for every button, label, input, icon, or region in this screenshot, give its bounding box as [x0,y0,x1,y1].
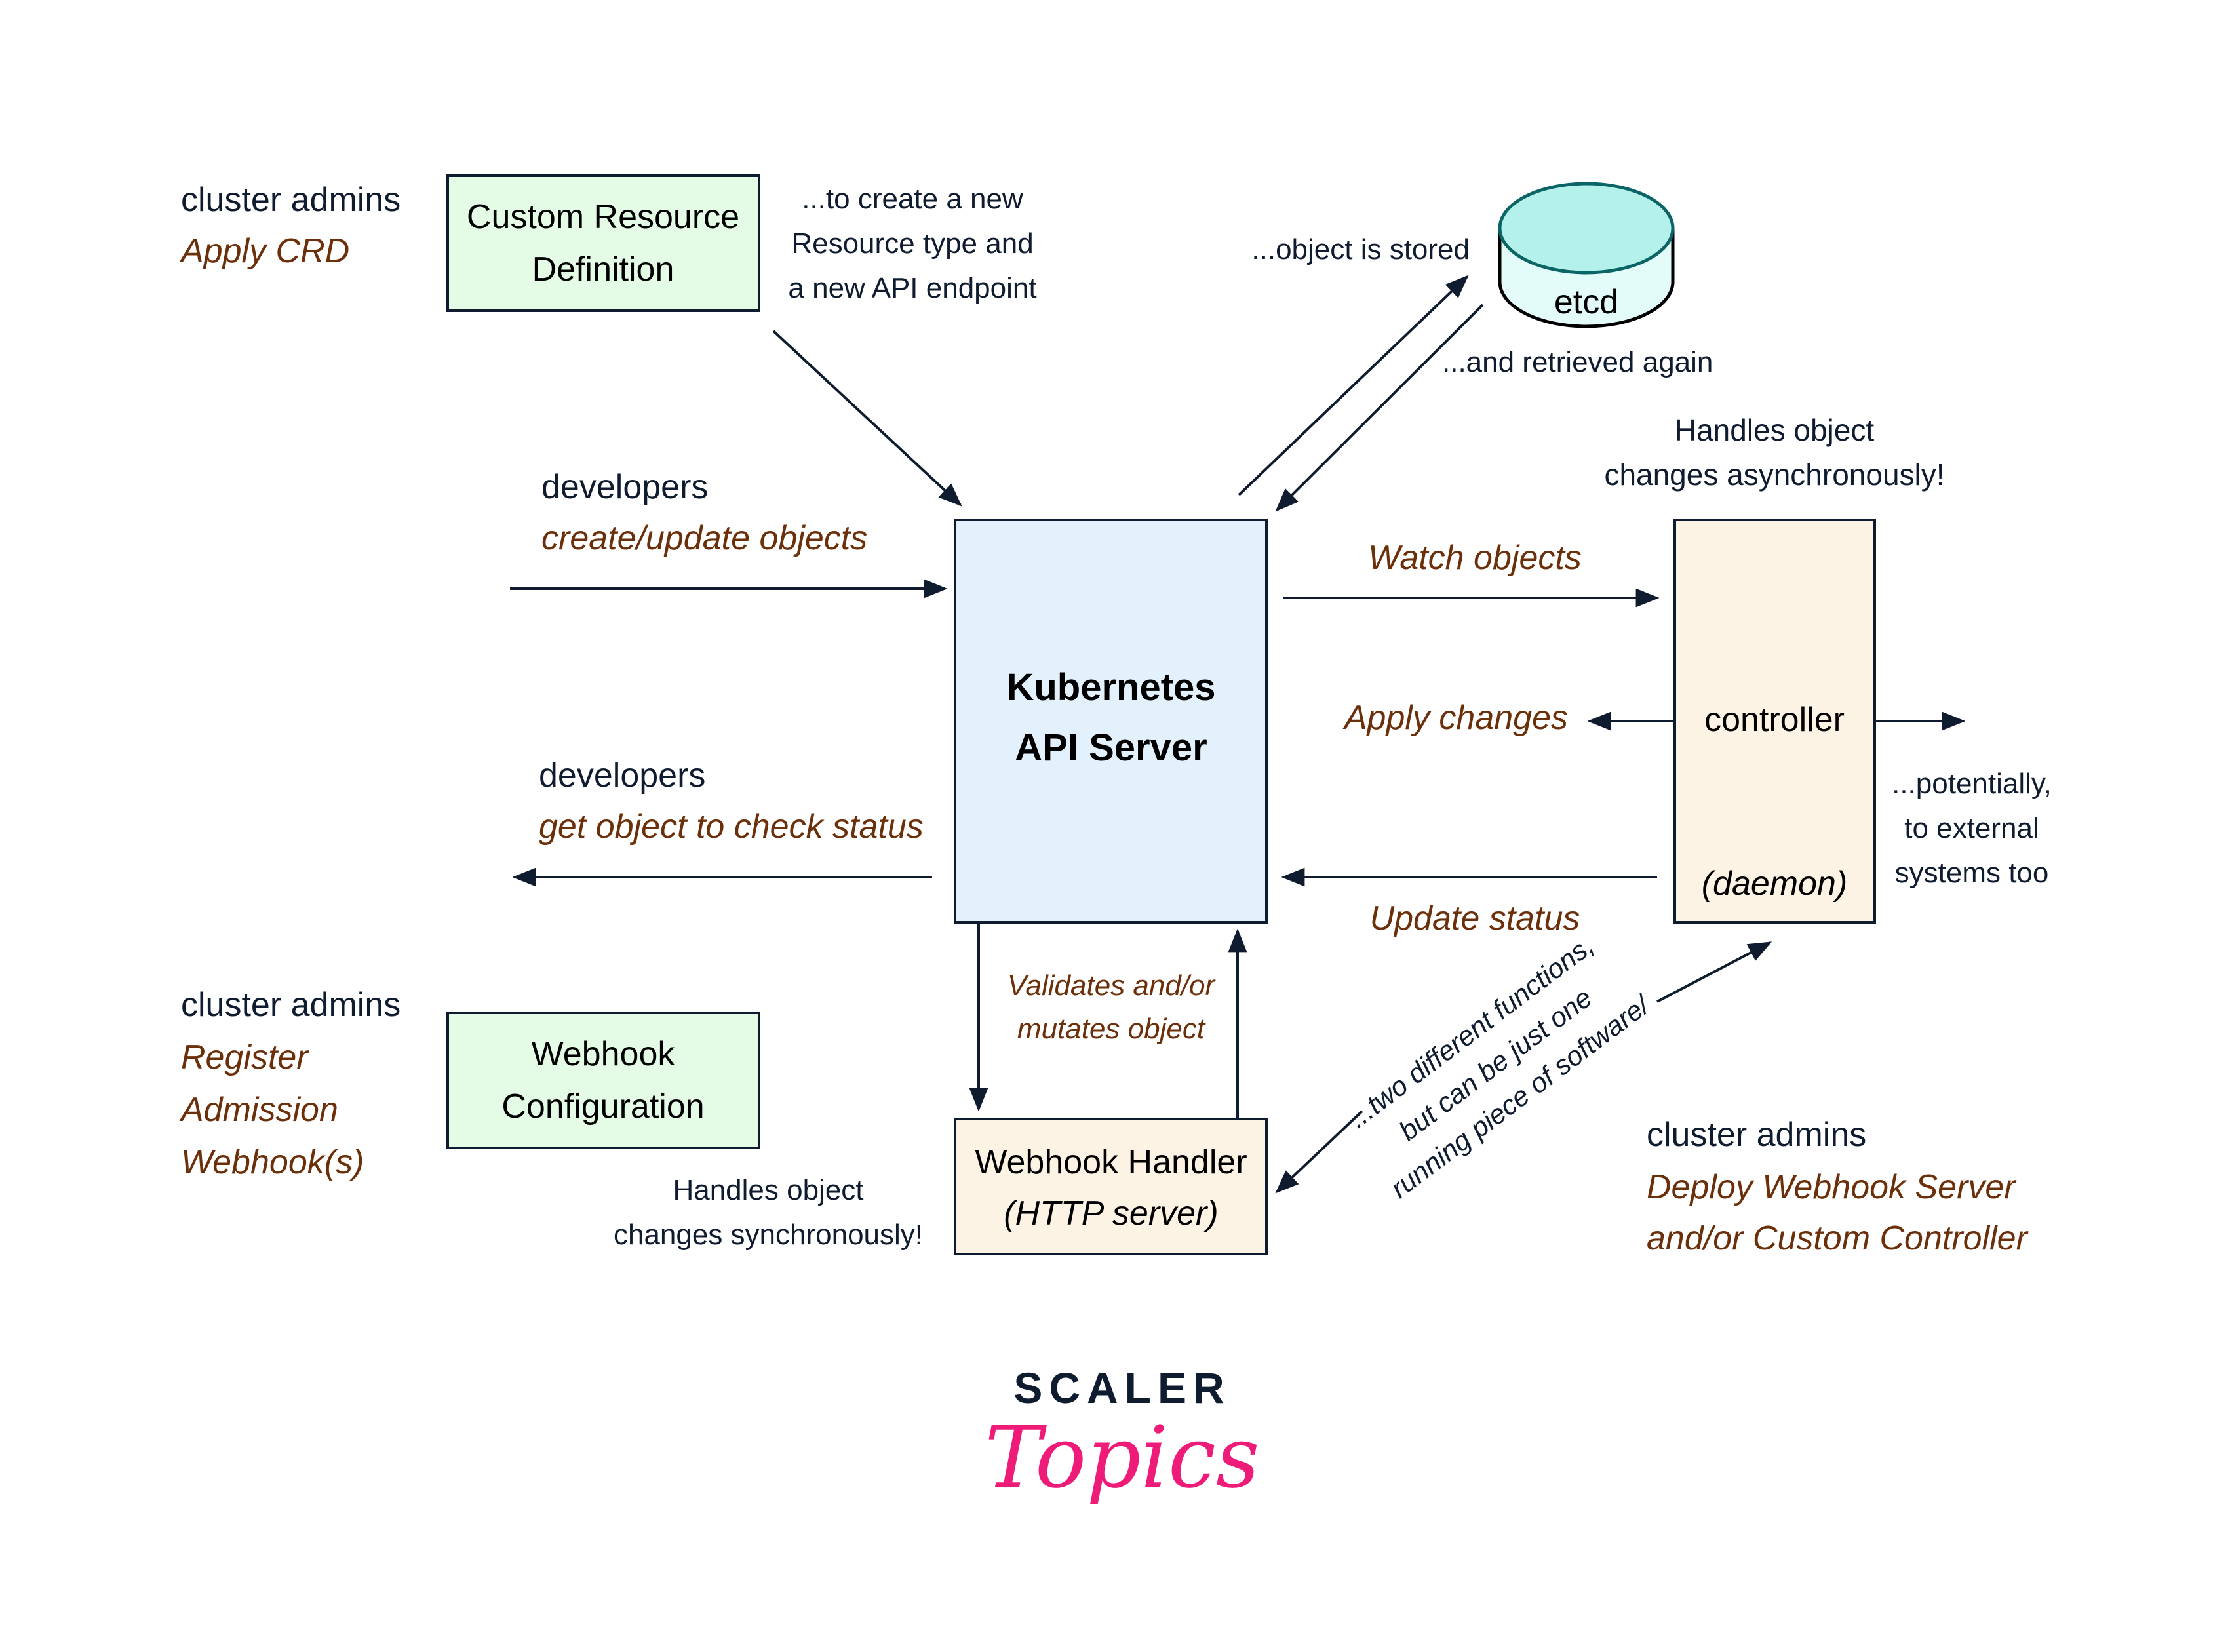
actor-role: cluster admins [181,986,401,1024]
actor-role: cluster admins [181,181,401,219]
controller-box: controller (daemon) [1673,519,1876,924]
controller-label: controller [1704,701,1845,739]
note-two-functions: ...two different functions, but can be j… [1342,930,1657,1204]
actor-role: developers [539,757,705,795]
webhook-handler-box: Webhook Handler (HTTP server) [954,1118,1268,1255]
actor-action-line: and/or Custom Controller [1647,1219,2029,1257]
edge-label-line: Validates and/or [1007,970,1217,1002]
edge-label-apply: Apply changes [1342,699,1568,737]
note-retrieved: ...and retrieved again [1442,346,1713,378]
note-line: changes synchronously! [614,1219,923,1251]
crd-box: Custom Resource Definition [446,174,760,312]
note-stored: ...object is stored [1251,233,1470,266]
actor-webhook-admins: cluster admins Register Admission Webhoo… [179,986,401,1181]
crd-box-line1: Custom Resource [467,198,739,236]
webhook-handler-line1: Webhook Handler [975,1143,1247,1181]
edge-label-watch: Watch objects [1368,539,1582,577]
edge-label-line: mutates object [1017,1013,1206,1045]
actor-action-line: Deploy Webhook Server [1647,1168,2017,1206]
actor-action-line: Admission [179,1091,338,1129]
actor-crd-admins: cluster admins Apply CRD [179,181,401,270]
actor-action: get object to check status [539,808,924,846]
actor-developers-create: developers create/update objects [541,468,867,557]
controller-daemon-label: (daemon) [1702,865,1848,903]
actor-role: developers [541,468,708,506]
note-line: running piece of software/ [1384,988,1657,1204]
scaler-topics-logo: SCALER Topics [985,1364,1259,1507]
actor-deploy-admins: cluster admins Deploy Webhook Server and… [1647,1116,2029,1257]
edge-label-update: Update status [1370,899,1580,937]
webhook-handler-line2: (HTTP server) [1004,1194,1218,1232]
actor-action: Apply CRD [179,232,349,270]
note-line: ...to create a new [802,183,1023,215]
api-server-line2: API Server [1015,726,1207,769]
note-line: Handles object [1675,413,1875,447]
note-external: ...potentially, to external systems too [1892,768,2052,889]
note-line: Resource type and [791,227,1033,260]
note-line: Handles object [673,1174,863,1206]
arrow-to-webhook-handler [1275,1110,1363,1194]
webhook-config-box: Webhook Configuration [446,1012,760,1149]
note-async: Handles object changes asynchronously! [1604,413,1944,492]
etcd-database-icon: etcd [1498,182,1675,328]
actor-action: create/update objects [541,519,867,557]
api-server-box: Kubernetes API Server [954,519,1268,924]
note-line: to external [1904,812,2039,844]
arrow-etcd-to-api [1275,304,1484,512]
webhook-config-line1: Webhook [532,1035,676,1073]
arrow-crd-to-api [772,330,962,507]
note-line: ...potentially, [1892,768,2052,800]
note-line: a new API endpoint [788,272,1036,304]
actor-developers-get: developers get object to check status [539,757,924,846]
actor-role: cluster admins [1647,1116,1866,1154]
etcd-label: etcd [1554,283,1618,321]
note-line: systems too [1895,857,2049,889]
crd-box-line2: Definition [532,250,675,288]
api-server-line1: Kubernetes [1006,666,1215,709]
logo-brand: SCALER [1013,1364,1230,1412]
actor-action-line: Register [181,1038,309,1076]
arrow-to-controller [1656,941,1772,1003]
arrow-api-to-etcd [1238,275,1469,496]
webhook-config-line2: Configuration [501,1088,704,1126]
note-sync: Handles object changes synchronously! [614,1174,923,1251]
edge-label-validates: Validates and/or mutates object [1007,970,1217,1045]
actor-action-line: Webhook(s) [181,1143,364,1181]
note-crd: ...to create a new Resource type and a n… [788,183,1036,304]
note-line: changes asynchronously! [1604,458,1944,492]
logo-sub: Topics [985,1407,1259,1507]
